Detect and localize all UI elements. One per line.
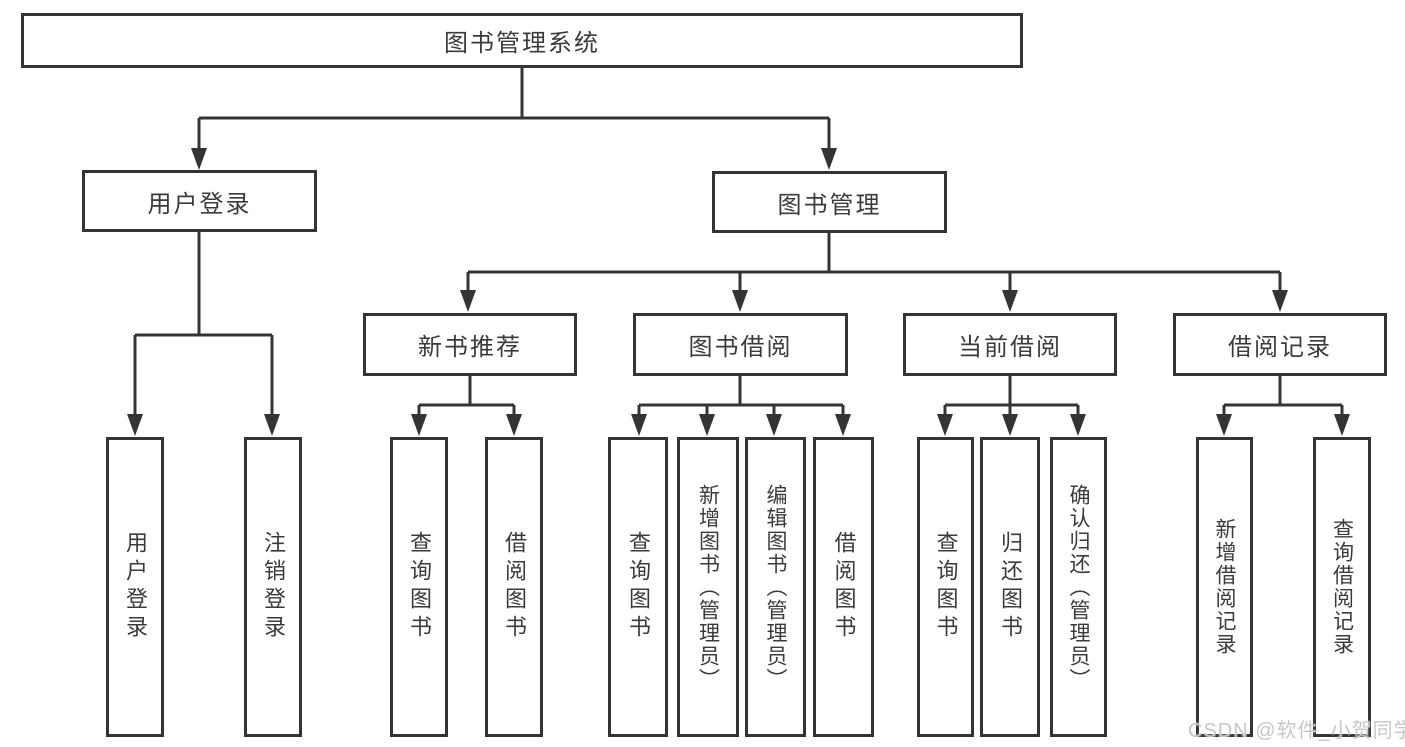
node-user-login: 用户登录 [82,170,317,232]
watermark: CSDN @软件_小贺同学 [1188,720,1405,742]
arrowheads [127,148,1350,436]
leaf-add-borrow-record: 新增借阅记录 [1196,437,1253,737]
leaf-query-book-borrowing: 查询图书 [608,437,668,737]
leaf-add-book-admin: 新增图书（管理员） [677,437,739,737]
leaf-confirm-return-admin: 确认归还（管理员） [1050,437,1107,737]
leaf-logout: 注销登录 [244,437,302,737]
leaf-query-borrow-record: 查询借阅记录 [1313,437,1371,737]
node-new-book-recommend: 新书推荐 [363,313,577,376]
leaf-borrow-book: 借阅图书 [813,437,874,737]
node-book-management: 图书管理 [712,171,947,233]
leaf-edit-book-admin: 编辑图书（管理员） [745,437,806,737]
node-current-borrowing: 当前借阅 [903,313,1117,376]
leaf-query-book-current: 查询图书 [917,437,974,737]
node-book-borrowing: 图书借阅 [633,313,848,376]
node-borrowing-records: 借阅记录 [1173,313,1387,376]
leaf-query-book-recommend: 查询图书 [390,437,448,737]
leaf-user-login: 用户登录 [106,437,164,737]
leaf-return-book: 归还图书 [980,437,1040,737]
node-root: 图书管理系统 [21,13,1023,68]
leaf-borrow-book-recommend: 借阅图书 [485,437,543,737]
